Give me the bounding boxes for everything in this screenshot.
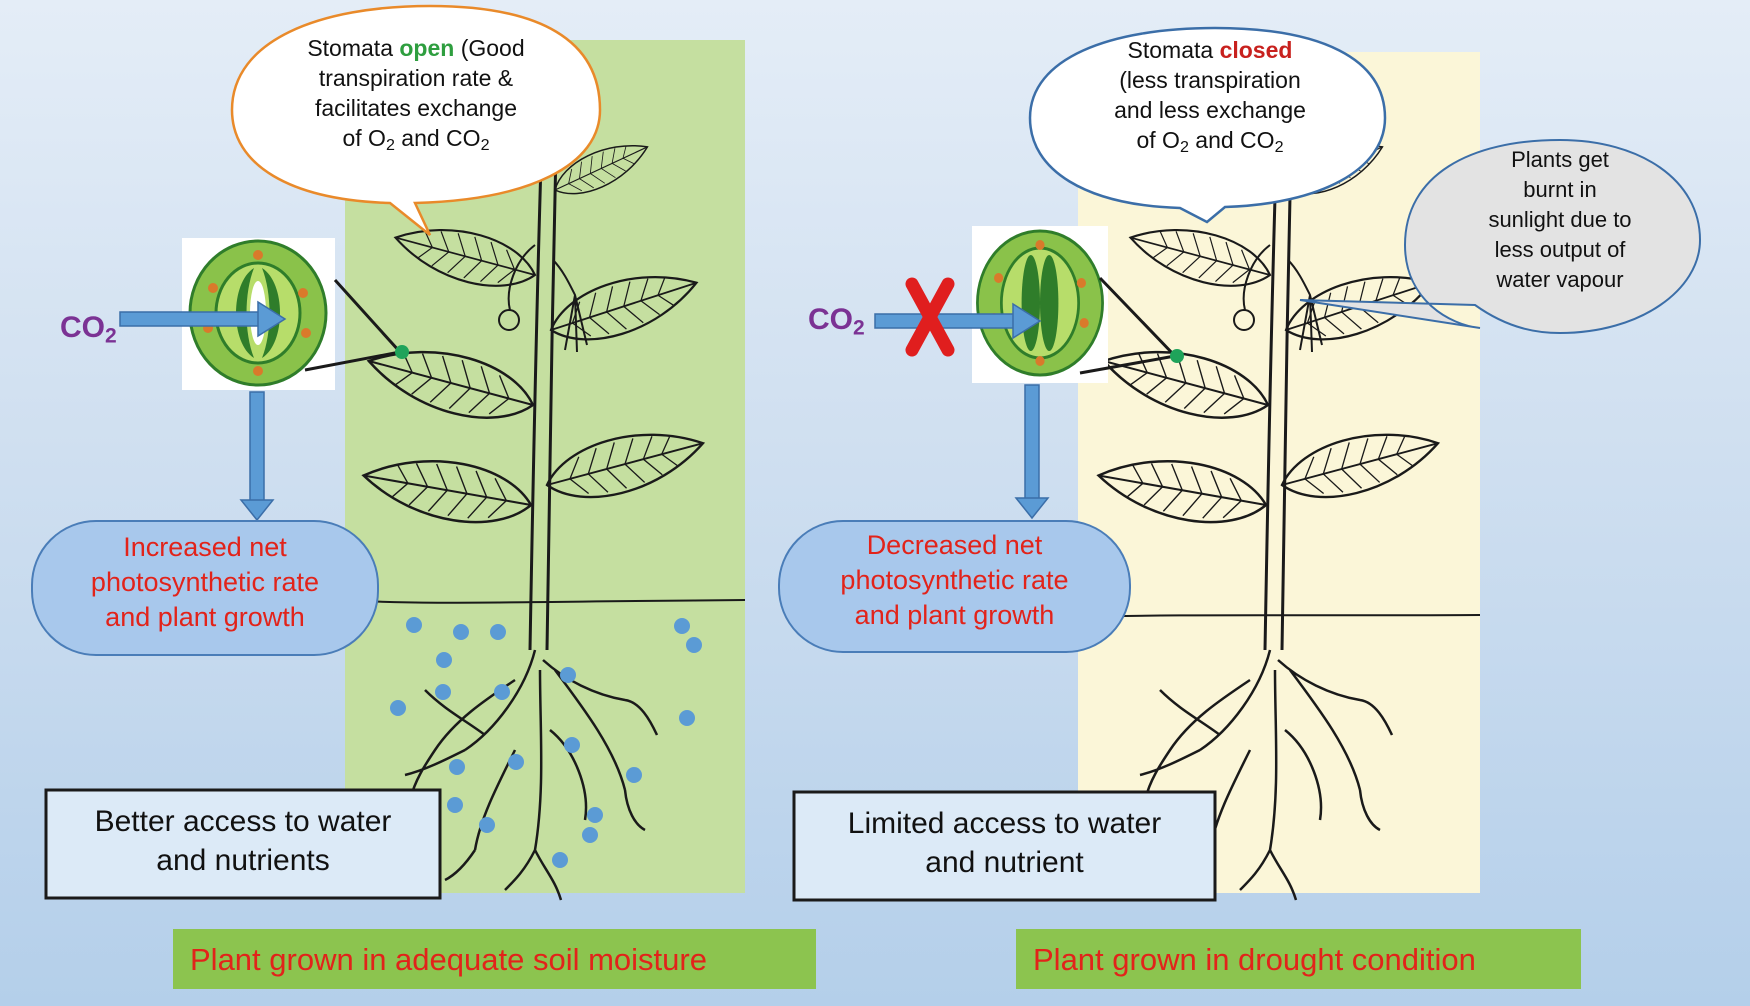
limited-access-text: Limited access to water and nutrient — [847, 807, 1162, 879]
stomata-closed-illustration — [976, 229, 1104, 377]
leaf-pointer-right — [1079, 276, 1184, 375]
stomata-closed-text: Stomata closed (less transpiration and l… — [1114, 37, 1306, 156]
co2-label-right: CO2 — [808, 303, 865, 340]
limited-access-box — [792, 790, 1217, 902]
sunburn-text: Plants get burnt in sunlight due to less… — [1488, 147, 1632, 292]
co2-label-left: CO2 — [60, 311, 117, 348]
sunburn-callout — [1299, 138, 1702, 335]
water-droplets — [390, 617, 702, 868]
stomata-open-callout — [230, 4, 602, 236]
leaf-pointer-left — [304, 278, 409, 372]
blocked-cross-icon — [905, 277, 955, 357]
stomata-closed-callout — [1028, 26, 1387, 224]
stomata-open-text: Stomata open (Good transpiration rate & … — [307, 35, 525, 154]
caption-drought-condition: Plant grown in drought condition — [1033, 942, 1476, 977]
closed-highlight: closed — [1219, 37, 1293, 63]
down-arrow-left — [239, 391, 275, 522]
open-highlight: open — [399, 35, 455, 61]
down-arrow-right — [1014, 384, 1050, 520]
co2-arrow-left — [119, 300, 287, 338]
caption-adequate-moisture: Plant grown in adequate soil moisture — [190, 942, 707, 977]
decreased-result-text: Decreased net photosynthetic rate and pl… — [840, 530, 1069, 631]
decreased-result-oval — [778, 520, 1131, 653]
caption-box-right — [1016, 929, 1581, 989]
caption-box-left — [173, 929, 816, 989]
better-access-text: Better access to water and nutrients — [94, 805, 392, 877]
increased-result-oval — [31, 520, 379, 656]
increased-result-text: Increased net photosynthetic rate and pl… — [90, 532, 320, 633]
better-access-box — [44, 788, 442, 900]
co2-arrow-right — [874, 302, 1042, 340]
